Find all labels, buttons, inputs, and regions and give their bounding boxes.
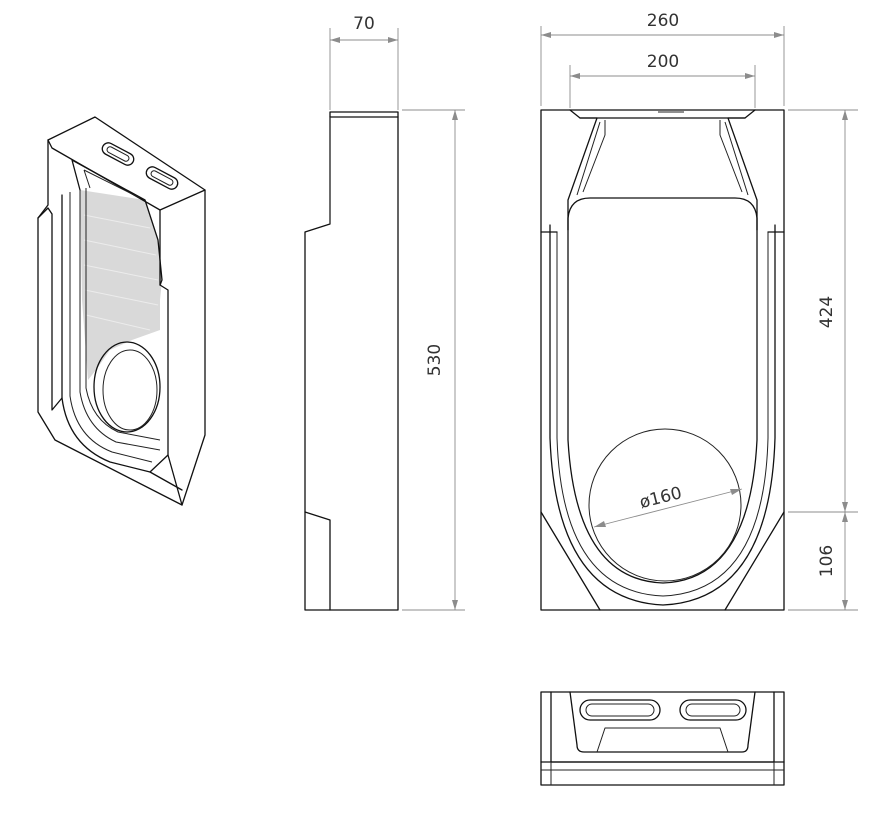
top-slot-left-inner — [585, 703, 655, 717]
iso-outlet-circle — [93, 341, 161, 433]
top-view — [540, 691, 785, 786]
front-side-rebate-left — [540, 224, 558, 233]
iso-slot-2 — [145, 166, 179, 190]
iso-channel-inner — [79, 190, 161, 451]
iso-lower-step — [149, 454, 183, 491]
dim-106: 106 — [788, 512, 858, 611]
iso-slot-2-inner — [150, 170, 174, 186]
top-funnel — [569, 691, 756, 753]
top-outline — [540, 691, 785, 786]
iso-front-face — [159, 209, 183, 506]
iso-channel-inner2 — [85, 188, 161, 441]
dim-70: 70 — [329, 14, 399, 110]
top-slot-right — [679, 699, 747, 721]
top-slot-right-inner — [685, 703, 741, 717]
dim-530-label: 530 — [425, 344, 445, 376]
front-channel-mid — [556, 232, 769, 597]
side-outline — [304, 111, 399, 611]
iso-outer-outline — [37, 116, 206, 506]
front-funnel-inner — [576, 120, 749, 196]
iso-outlet-circle-inner — [102, 349, 158, 431]
isometric-view — [37, 116, 206, 506]
front-top-lip — [569, 109, 756, 119]
dim-70-label: 70 — [353, 14, 375, 34]
top-slot-left — [579, 699, 661, 721]
dim-200: 200 — [569, 52, 756, 108]
front-lower-chamfer-left — [540, 511, 601, 611]
dim-200-label: 200 — [647, 52, 679, 72]
top-funnel-inner — [596, 727, 729, 753]
front-view: ø160 260 200 424 — [540, 11, 858, 611]
front-channel-outer — [549, 231, 776, 606]
dim-424-label: 424 — [817, 296, 837, 328]
front-chamber — [567, 197, 758, 584]
iso-channel-mid — [69, 192, 153, 463]
dim-424: 424 — [788, 109, 858, 513]
side-view: 70 530 — [304, 14, 465, 611]
dim-diameter-label: ø160 — [638, 483, 684, 513]
front-lower-chamfer-right — [724, 511, 785, 611]
iso-interior-shade — [80, 190, 162, 380]
dim-530: 530 — [402, 109, 465, 611]
dim-106-label: 106 — [817, 545, 837, 577]
top-base-ticks — [541, 762, 784, 785]
iso-side-rebate — [37, 207, 63, 411]
iso-slot-1-inner — [106, 146, 130, 162]
dim-260: 260 — [540, 11, 785, 106]
front-side-rebate-right — [767, 224, 785, 233]
front-outlet-circle — [588, 428, 742, 582]
side-lower-step — [304, 511, 331, 611]
iso-funnel — [71, 159, 163, 286]
front-outline — [540, 109, 785, 611]
iso-funnel-inner — [83, 169, 141, 199]
dim-260-label: 260 — [647, 11, 679, 31]
iso-slot-1 — [101, 142, 135, 166]
iso-channel-outer — [61, 194, 151, 473]
iso-hatch — [83, 214, 159, 331]
dim-diameter: ø160 — [593, 483, 743, 528]
